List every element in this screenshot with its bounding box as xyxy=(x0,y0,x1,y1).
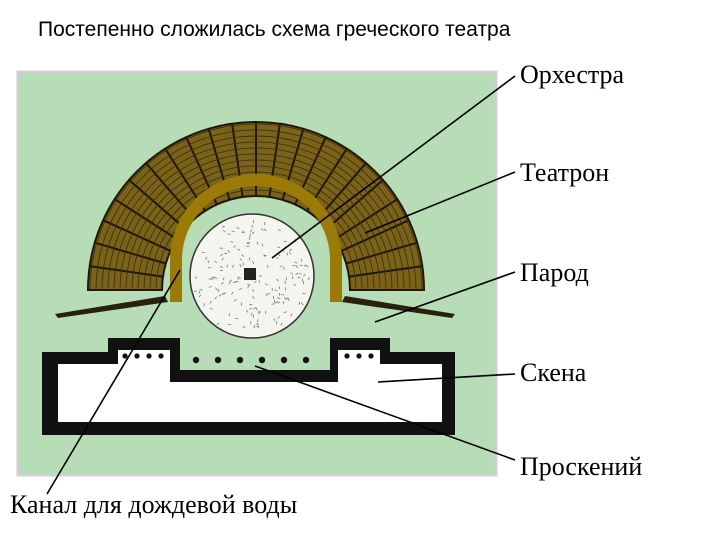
parod-wall-left xyxy=(55,296,168,318)
label-proskenion: Проскений xyxy=(520,452,643,481)
parod-wall-right xyxy=(342,296,455,318)
label-theatron: Театрон xyxy=(520,158,610,187)
altar xyxy=(244,268,256,280)
pointer-lines xyxy=(46,75,516,495)
proskenion-columns xyxy=(122,353,374,364)
label-canal: Канал для дождевой воды xyxy=(10,490,298,519)
theatron-seating xyxy=(86,121,426,291)
page-title: Постепенно сложилась схема греческого те… xyxy=(38,18,511,41)
skene-interior xyxy=(58,350,442,422)
label-skene: Скена xyxy=(520,358,587,387)
label-orchestra: Орхестра xyxy=(520,60,625,89)
label-parod: Парод xyxy=(520,258,589,287)
orchestra-texture xyxy=(193,220,310,329)
rain-canal xyxy=(170,174,342,302)
